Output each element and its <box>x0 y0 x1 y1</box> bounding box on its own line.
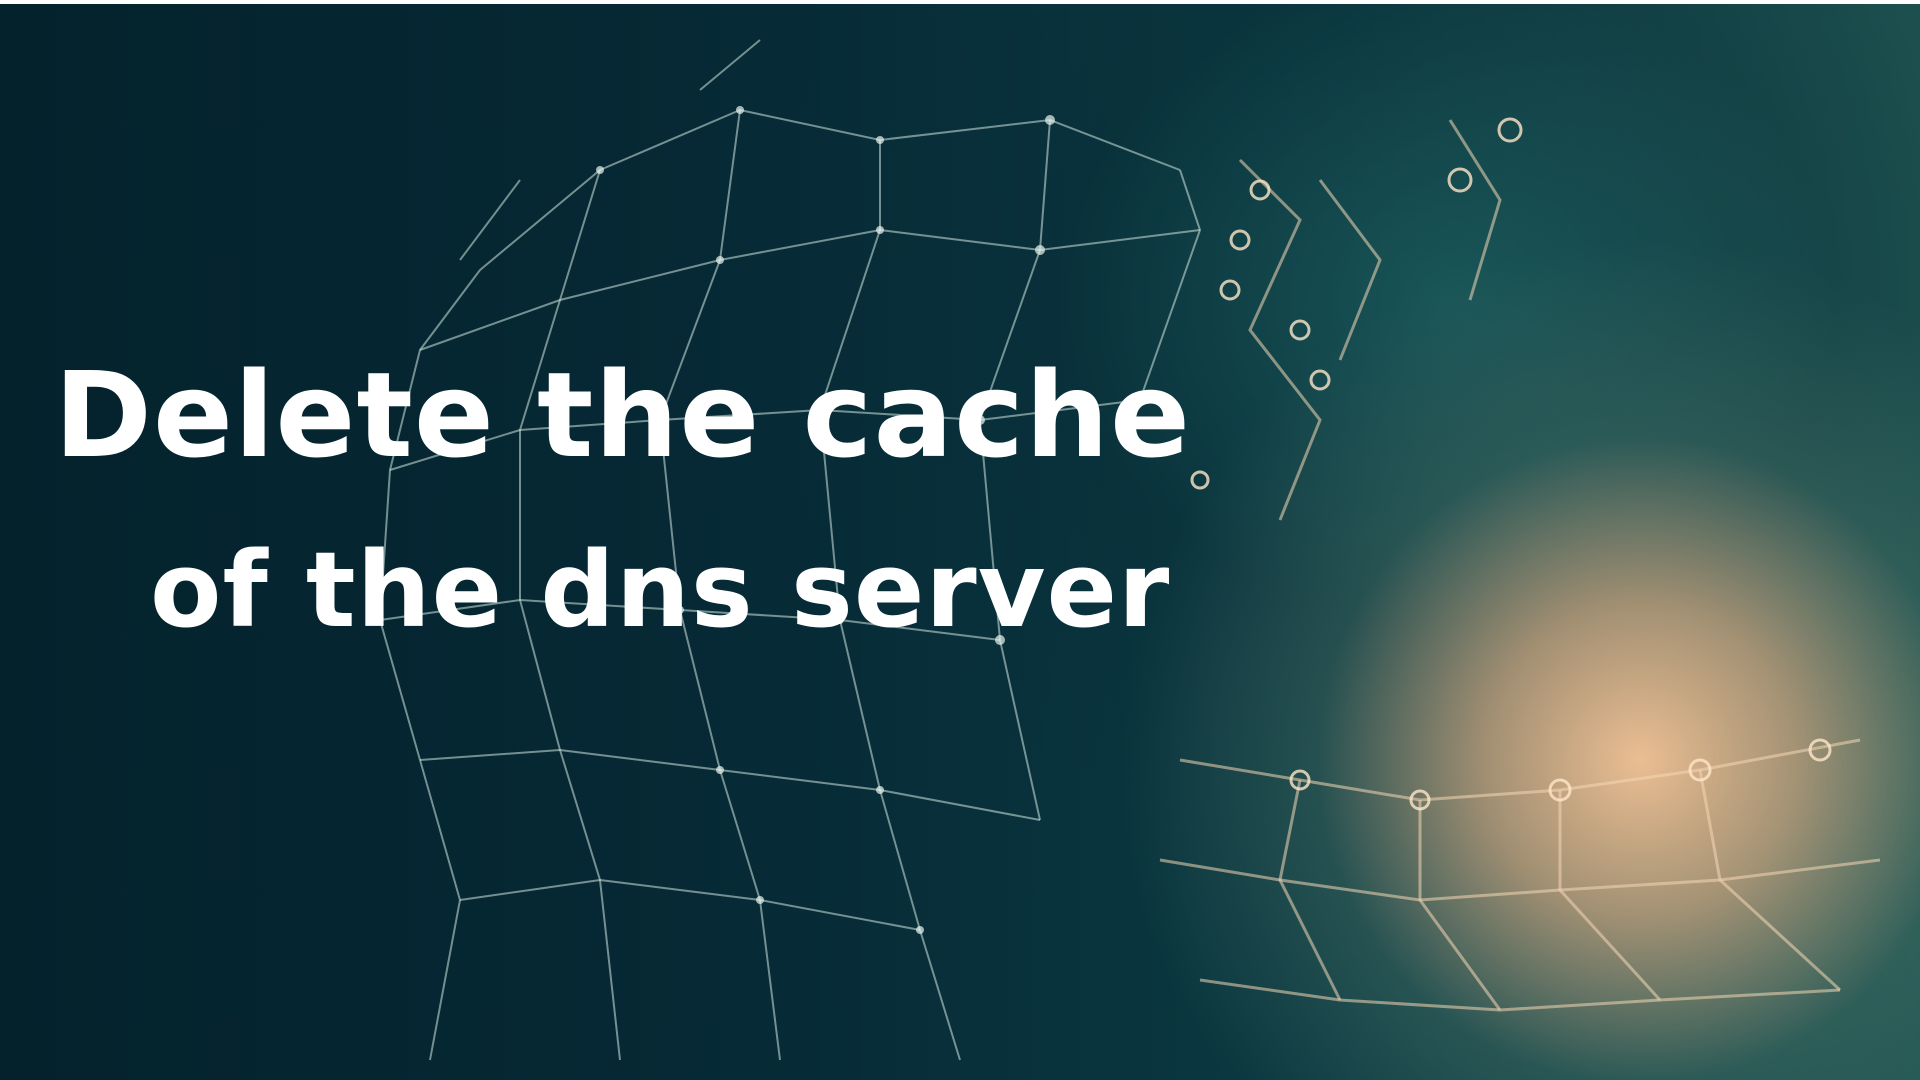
headline-line-2: of the dns server <box>150 529 1171 651</box>
headline-line-1: Delete the cache <box>54 346 1192 484</box>
top-border <box>0 0 1920 4</box>
